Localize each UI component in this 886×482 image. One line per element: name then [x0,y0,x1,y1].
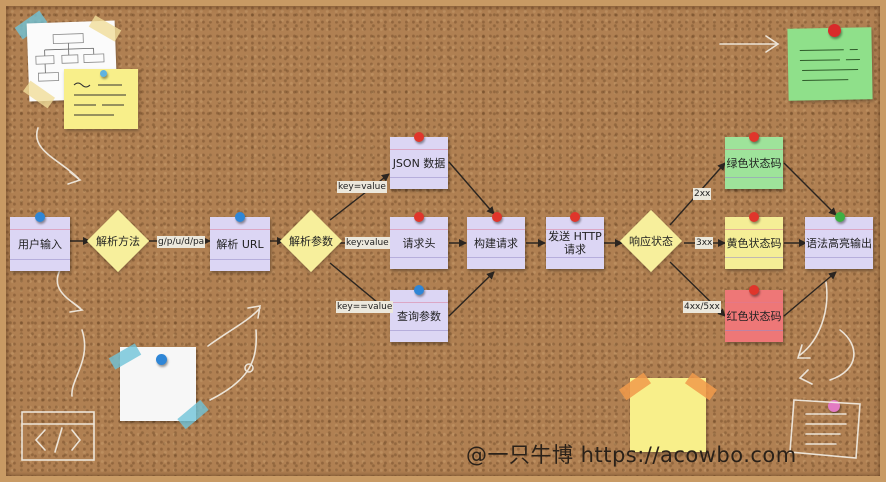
blue-pin [156,354,167,365]
diagram-sketch-paper [26,20,118,102]
scribble-lines [799,49,860,81]
node-yellow-status: 黄色状态码 [725,217,783,269]
node-label: 红色状态码 [726,309,782,323]
red-pin [749,212,759,222]
node-label: JSON 数据 [392,156,446,170]
node-parse-method: 解析方法 [86,209,150,273]
blue-pin [235,212,245,222]
node-parse-params: 解析参数 [279,209,343,273]
blue-pin [100,70,107,77]
green-sticky-note [787,27,873,101]
red-pin [414,212,424,222]
node-label: 绿色状态码 [726,156,782,170]
edge-label-4xx5xx: 4xx/5xx [683,301,721,313]
edge-label-3xx: 3xx [695,237,714,249]
node-label: 查询参数 [397,309,441,323]
node-label: 解析参数 [289,235,333,248]
blue-pin [35,212,45,222]
node-parse-url: 解析 URL [210,217,270,271]
edge-label-headers: key:value [345,237,390,249]
node-label: 请求头 [402,236,436,250]
yellow-sticky-note-bottom [630,378,706,452]
node-label: 解析 URL [216,237,264,251]
yellow-sticky-note [64,69,138,129]
red-pin [414,132,424,142]
blue-pin [414,285,424,295]
node-label: 构建请求 [474,236,518,250]
red-pin [749,132,759,142]
node-user-input: 用户输入 [10,217,70,271]
red-pin [828,24,841,37]
node-red-status: 红色状态码 [725,290,783,342]
red-pin [492,212,502,222]
node-label: 语法高亮输出 [806,236,872,250]
watermark: @一只牛博 https://acowbo.com [466,443,797,467]
edge-label-query: key==value [336,301,394,313]
edge-label-json: key=value [337,181,387,193]
red-pin [570,212,580,222]
mini-tree-icon [35,33,105,82]
node-send-http: 发送 HTTP 请求 [546,217,604,269]
scribble-lines [73,82,126,116]
node-query-params: 查询参数 [390,290,448,342]
edge-label-2xx: 2xx [693,188,712,200]
node-label-line2: 请求 [564,243,586,256]
node-green-status: 绿色状态码 [725,137,783,189]
edge-label-method: g/p/u/d/pa [157,236,206,248]
node-label: 响应状态 [629,235,673,248]
node-response-status: 响应状态 [619,209,683,273]
red-pin [749,285,759,295]
node-build-request: 构建请求 [467,217,525,269]
node-headers: 请求头 [390,217,448,269]
node-label-line1: 发送 HTTP [548,230,602,243]
node-label: 解析方法 [96,235,140,248]
node-json-data: JSON 数据 [390,137,448,189]
node-label: 用户输入 [18,237,62,251]
green-pin [835,212,845,222]
node-highlight-output: 语法高亮输出 [805,217,873,269]
node-label: 黄色状态码 [726,236,782,250]
